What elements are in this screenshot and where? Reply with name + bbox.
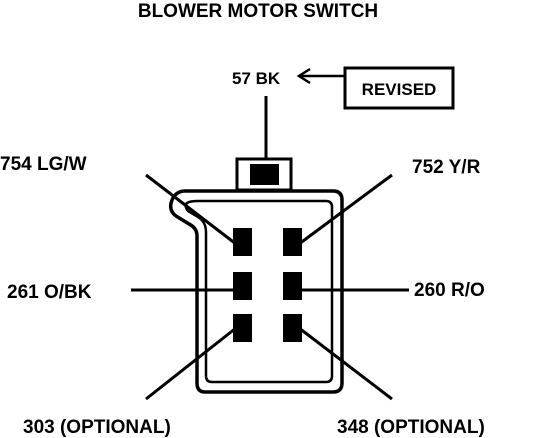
terminal-middle-left <box>233 272 252 300</box>
wire-label-lower-right: 348 (OPTIONAL) <box>337 417 485 438</box>
wire-label-top: 57 BK <box>232 69 281 88</box>
wire-label-upper-left: 754 LG/W <box>0 154 87 175</box>
diagram-title: BLOWER MOTOR SWITCH <box>138 1 378 22</box>
revised-label: REVISED <box>362 80 437 99</box>
wire-label-middle-right: 260 R/O <box>414 280 485 301</box>
wire-label-lower-left: 303 (OPTIONAL) <box>23 417 171 438</box>
wire-upper-right <box>298 173 393 246</box>
terminals <box>233 228 302 342</box>
connector-inner-outline <box>184 199 334 384</box>
wire-lower-right <box>298 326 393 401</box>
revised-arrow <box>296 67 344 85</box>
terminal-upper-left <box>233 228 252 256</box>
tab-terminal <box>250 164 279 185</box>
terminal-upper-right <box>283 228 302 256</box>
wire-upper-left <box>145 173 237 246</box>
terminal-lower-left <box>233 314 252 342</box>
wire-lower-left <box>145 326 237 401</box>
wires <box>131 173 409 401</box>
terminal-middle-right <box>283 272 302 300</box>
wire-label-middle-left: 261 O/BK <box>7 282 92 303</box>
wire-label-upper-right: 752 Y/R <box>412 157 481 178</box>
terminal-lower-right <box>283 314 302 342</box>
revised-box <box>343 66 455 110</box>
